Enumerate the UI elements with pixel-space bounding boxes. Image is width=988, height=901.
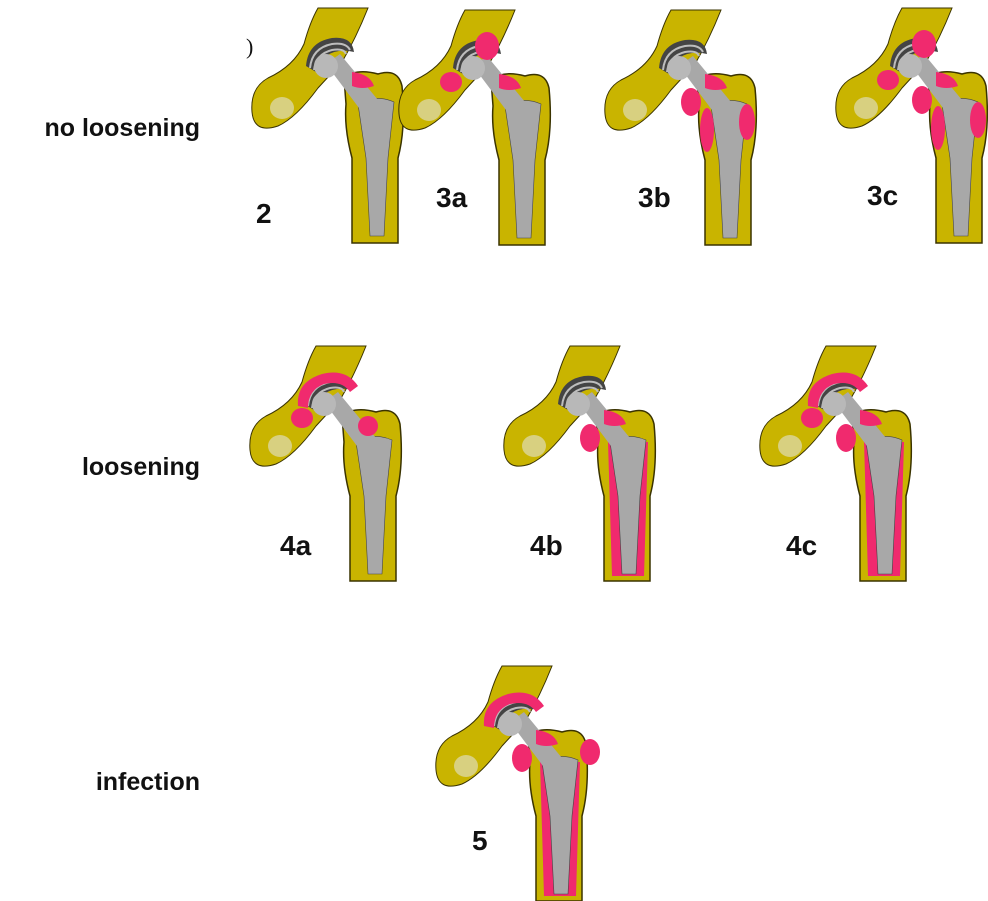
- obturator-foramen: [268, 435, 292, 457]
- obturator-foramen: [854, 97, 878, 119]
- stage-panel-5: [432, 666, 607, 901]
- inflammation-acetabulum-left: [877, 70, 899, 90]
- inflammation-neck-left: [580, 424, 600, 452]
- obturator-foramen: [778, 435, 802, 457]
- inflammation-neck-left: [512, 744, 532, 772]
- stage-panel-4a: [246, 346, 421, 581]
- inflammation-femur-right: [739, 104, 755, 140]
- stage-panel-3b: [601, 10, 776, 245]
- obturator-foramen: [454, 755, 478, 777]
- stage-panel-4b: [500, 346, 675, 581]
- inflammation-acetabulum-left: [801, 408, 823, 428]
- hip-prosthesis-diagram: [756, 346, 931, 581]
- inflammation-lateral: [580, 739, 600, 765]
- stage-label-3a: 3a: [436, 182, 467, 214]
- obturator-foramen: [623, 99, 647, 121]
- inflammation-femur-left: [931, 106, 945, 150]
- hip-prosthesis-diagram: [601, 10, 776, 245]
- femoral-head: [667, 56, 691, 80]
- inflammation-neck-left: [912, 86, 932, 114]
- row-label-infection: infection: [0, 768, 200, 797]
- stage-label-4c: 4c: [786, 530, 817, 562]
- inflammation-femur-right: [970, 102, 986, 138]
- inflammation-femur-left: [700, 108, 714, 152]
- femoral-head: [566, 392, 590, 416]
- femoral-head: [898, 54, 922, 78]
- femoral-head: [312, 392, 336, 416]
- row-label-no-loosening: no loosening: [0, 114, 200, 143]
- stage-panel-3a: [395, 10, 570, 245]
- hip-prosthesis-diagram: [395, 10, 570, 245]
- hip-prosthesis-diagram: [500, 346, 675, 581]
- hip-prosthesis-diagram: [432, 666, 607, 901]
- stage-label-4a: 4a: [280, 530, 311, 562]
- stage-label-3b: 3b: [638, 182, 671, 214]
- femoral-head: [498, 712, 522, 736]
- stage-panel-4c: [756, 346, 931, 581]
- stage-panel-3c: [832, 8, 988, 243]
- femoral-head: [314, 54, 338, 78]
- obturator-foramen: [417, 99, 441, 121]
- obturator-foramen: [270, 97, 294, 119]
- inflammation-acetabulum-left: [291, 408, 313, 428]
- stage-label-3c: 3c: [867, 180, 898, 212]
- stage-label-2: 2: [256, 198, 272, 230]
- hip-prosthesis-diagram: [246, 346, 421, 581]
- femoral-head: [822, 392, 846, 416]
- inflammation-acetabulum-top: [475, 32, 499, 60]
- row-label-loosening: loosening: [0, 453, 200, 482]
- stage-label-5: 5: [472, 825, 488, 857]
- hip-prosthesis-diagram: [832, 8, 988, 243]
- femoral-head: [461, 56, 485, 80]
- inflammation-neck-left: [681, 88, 701, 116]
- obturator-foramen: [522, 435, 546, 457]
- inflammation-acetabulum-top: [912, 30, 936, 58]
- stage-label-4b: 4b: [530, 530, 563, 562]
- inflammation-neck-left: [836, 424, 856, 452]
- inflammation-acetabulum-left: [440, 72, 462, 92]
- inflammation-acetabulum-right: [358, 416, 378, 436]
